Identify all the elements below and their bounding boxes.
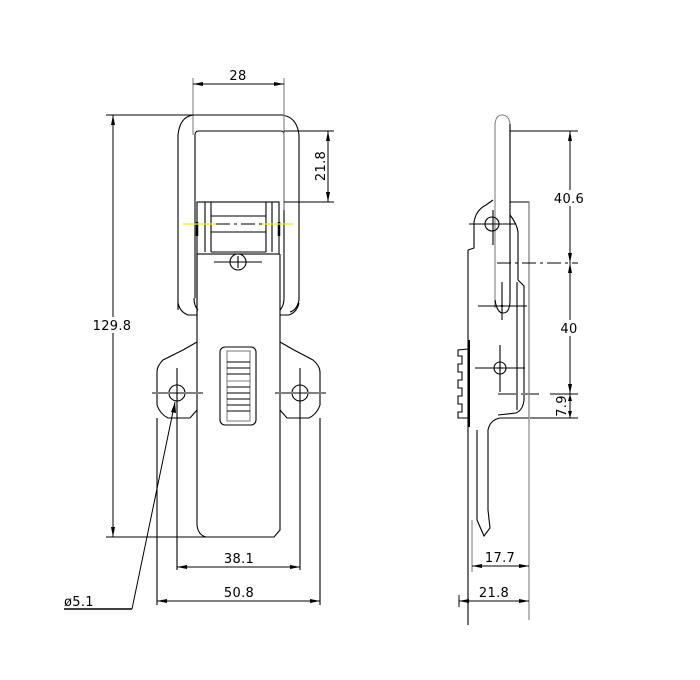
- side-view: 40.6 40 7.9 17.7 21.8: [457, 114, 588, 625]
- dim-overall-depth: 21.8: [458, 586, 529, 607]
- right-mounting-ear: [279, 341, 321, 419]
- dim-label-loop-width: 28: [229, 69, 246, 84]
- side-wire-loop: [494, 114, 511, 308]
- grip-ridges: [227, 361, 250, 412]
- dim-label-base-width: 50.8: [224, 586, 254, 601]
- dim-hole-spacing: 38.1: [177, 552, 300, 569]
- side-latch-body: [476, 201, 530, 538]
- left-mounting-ear: [156, 341, 198, 419]
- dim-label-hole-diameter: ø5.1: [64, 595, 94, 610]
- front-view: 28 21.8 129.8 38.1: [64, 69, 334, 610]
- dim-label-bottom-segment: 7.9: [555, 395, 570, 417]
- dim-label-inner-depth: 17.7: [485, 551, 515, 566]
- side-base-plate: [467, 199, 494, 625]
- dim-label-hole-spacing: 38.1: [224, 552, 254, 567]
- latch-body: [196, 254, 281, 538]
- dim-overall-length: 129.8: [86, 114, 206, 538]
- dim-label-middle-segment: 40: [560, 322, 577, 337]
- grip-pad-inner: [226, 350, 251, 422]
- wire-loop-inner-right-end: [279, 297, 285, 311]
- grip-pad-outer: [219, 346, 257, 426]
- dim-label-overall-length: 129.8: [93, 319, 132, 334]
- wire-loop-outer: [177, 114, 300, 313]
- dim-middle-segment: 40: [558, 263, 582, 394]
- dim-loop-to-roller: 21.8: [284, 130, 334, 203]
- dim-base-width: 50.8: [157, 586, 320, 603]
- dim-label-overall-depth: 21.8: [479, 586, 509, 601]
- dim-hole-diameter: ø5.1: [64, 401, 176, 610]
- roller-block: [196, 201, 280, 255]
- dim-top-segment: 40.6: [552, 131, 588, 263]
- wire-loop-inner: [194, 130, 285, 298]
- side-grip-serrations: [457, 348, 469, 419]
- dim-inner-depth: 17.7: [471, 520, 529, 572]
- dim-bottom-segment: 7.9: [555, 394, 572, 418]
- dim-label-loop-to-roller: 21.8: [314, 151, 329, 181]
- dim-loop-width: 28: [192, 69, 285, 210]
- dim-label-top-segment: 40.6: [554, 192, 584, 207]
